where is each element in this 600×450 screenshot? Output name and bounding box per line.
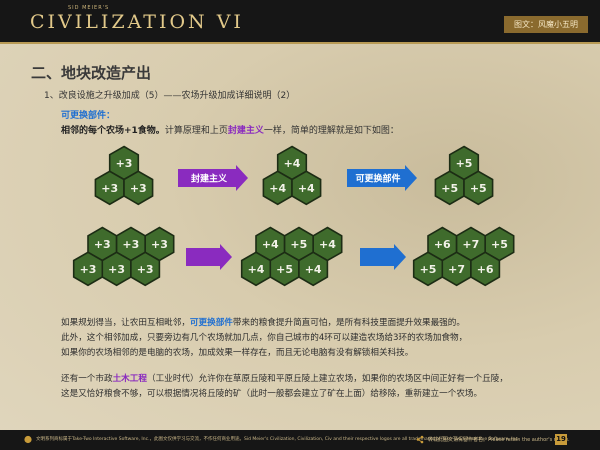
food-yield-label: +5 [470, 182, 487, 195]
header-bar: SID MEIER'S CIVILIZATION VI 图文：风魔小五明 [0, 0, 600, 42]
food-yield-label: +3 [94, 238, 111, 251]
food-yield-label: +3 [101, 182, 118, 195]
info-icon [24, 435, 32, 444]
policy-tag: 可更换部件： [61, 108, 115, 121]
food-yield-label: +3 [122, 238, 139, 251]
paragraph-1-b: 带来的粮食提升简直可怕，是所有科技里面提升效果最强的。 [232, 318, 465, 328]
farm-hex-tile [123, 170, 154, 206]
food-yield-label: +3 [116, 157, 133, 170]
paragraph-4: 还有一个市政土木工程（工业时代）允许你在草原丘陵和平原丘陵上建立农场，如果你的农… [61, 372, 508, 387]
food-yield-label: +4 [269, 182, 286, 195]
food-yield-label: +3 [80, 263, 97, 276]
row1-base-hex-3: +3 [123, 170, 154, 206]
sub-title: 1、改良设施之升级加成（5）——农场升级加成详细说明（2） [44, 91, 296, 101]
farm-hex-tile [298, 251, 329, 287]
arrow-shape [347, 165, 417, 191]
row2-parts-hex-6: +6 [470, 251, 501, 287]
logo-subtitle: SID MEIER'S [68, 5, 110, 11]
summary-highlight: 封建主义 [227, 126, 264, 136]
arrow-label: 封建主义 [191, 173, 228, 185]
copyright-text: 文明系列商标属于Take-Two Interactive Software, I… [36, 437, 520, 442]
arrow-shape [186, 244, 232, 270]
paragraph-1-a: 如果规划得当，让农田互相毗邻， [61, 318, 190, 328]
logo-title: CIVILIZATION VI [30, 11, 244, 33]
row1-parts-hex-2: +5 [434, 170, 465, 206]
farm-hex-tile [130, 251, 161, 287]
row2-parts-hex-2: +7 [455, 226, 487, 262]
paragraph-4-highlight: 土木工程 [112, 374, 147, 384]
share-icon [416, 435, 424, 444]
food-yield-label: +5 [420, 263, 437, 276]
food-yield-label: +7 [448, 263, 465, 276]
food-yield-label: +5 [290, 238, 307, 251]
arrow-replaceable-parts-2 [360, 244, 406, 270]
food-yield-label: +3 [130, 182, 147, 195]
food-yield-label: +4 [319, 238, 336, 251]
paragraph-1-highlight: 可更换部件 [189, 318, 233, 328]
food-yield-label: +4 [248, 263, 265, 276]
row1-base-hex-2: +3 [94, 170, 125, 206]
paragraph-4-a: 还有一个市政 [61, 374, 113, 384]
paragraph-1: 如果规划得当，让农田互相毗邻，可更换部件带来的粮食提升简直可怕，是所有科技里面提… [61, 316, 465, 331]
food-yield-label: +5 [491, 238, 508, 251]
food-yield-label: +4 [305, 263, 322, 276]
row1-feudal-hex-2: +4 [262, 170, 293, 206]
arrow-feudalism-2 [186, 244, 232, 270]
arrow-shape [360, 244, 406, 270]
food-yield-label: +5 [456, 157, 473, 170]
arrow-replaceable-parts: 可更换部件 [347, 165, 417, 191]
farm-hex-tile [463, 170, 494, 206]
paragraph-5: 这是又恰好粮食不够，可以根据情况将丘陵的矿（此时一般都会建立了矿在上面）给移除，… [61, 389, 483, 399]
row1-parts-hex-3: +5 [463, 170, 494, 206]
row2-feudal-hex-5: +5 [269, 251, 300, 287]
food-yield-label: +3 [151, 238, 168, 251]
row2-base-hex-5: +3 [101, 251, 132, 287]
food-yield-label: +7 [462, 238, 479, 251]
header-divider [0, 42, 600, 44]
food-yield-label: +4 [262, 238, 279, 251]
paragraph-3: 如果你的农场相邻的是电脑的农场，加成效果一样存在，而且无论电脑有没有解锁相关科技… [61, 348, 414, 358]
farm-adjacency-diagram: +3 +3 +3 +4 +4 +4 +5 +5 +5 封建主义 可更换部件 +3 +3 +3 +3 +3 +3 +… [72, 145, 515, 287]
food-yield-label: +3 [137, 263, 154, 276]
row2-parts-hex-5: +7 [441, 251, 472, 287]
row1-feudal-hex-3: +4 [291, 170, 322, 206]
row2-feudal-hex-4: +4 [240, 251, 272, 287]
arrow-feudalism: 封建主义 [178, 165, 248, 191]
farm-hex-tile [291, 170, 322, 206]
row2-base-hex-6: +3 [130, 251, 161, 287]
farm-hex-tile [470, 251, 501, 287]
food-yield-label: +5 [441, 182, 458, 195]
row2-parts-hex-3: +5 [484, 226, 515, 262]
paragraph-4-b: （工业时代）允许你在草原丘陵和平原丘陵上建立农场，如果你的农场区中间正好有一个丘… [146, 374, 508, 384]
footer-bar: 文明系列商标属于Take-Two Interactive Software, I… [0, 430, 600, 450]
food-yield-label: +5 [276, 263, 293, 276]
food-yield-label: +4 [298, 182, 315, 195]
food-yield-label: +3 [108, 263, 125, 276]
food-yield-label: +6 [434, 238, 451, 251]
summary-part-a: 计算原理和上页 [164, 126, 228, 136]
page-number: 19 [555, 434, 567, 445]
row2-base-hex-4: +3 [72, 251, 104, 287]
share-notice: 转载此图文请保留作者名。Please retain the author's n… [428, 437, 570, 443]
summary-bold: 相邻的每个农场+1食物。 [61, 126, 165, 136]
summary-line: 相邻的每个农场+1食物。计算原理和上页封建主义一样，简单的理解就是如下如图： [61, 123, 399, 136]
author-credit: 图文：风魔小五明 [504, 16, 588, 33]
arrow-label: 可更换部件 [355, 173, 400, 185]
food-yield-label: +4 [284, 157, 301, 170]
paragraph-2: 此外，这个相邻加成，只要旁边有几个农场就加几点，你自己城市的4环可以建造农场给3… [61, 333, 468, 343]
arrow-shape [178, 165, 248, 191]
row2-parts-hex-4: +5 [412, 251, 444, 287]
summary-part-b: 一样，简单的理解就是如下如图： [263, 126, 399, 136]
section-title: 二、地块改造产出 [31, 64, 152, 82]
row2-feudal-hex-6: +4 [298, 251, 329, 287]
policy-tag-label: 可更换部件： [61, 111, 116, 121]
food-yield-label: +6 [477, 263, 494, 276]
row1-parts-hex-1: +5 [448, 145, 480, 181]
